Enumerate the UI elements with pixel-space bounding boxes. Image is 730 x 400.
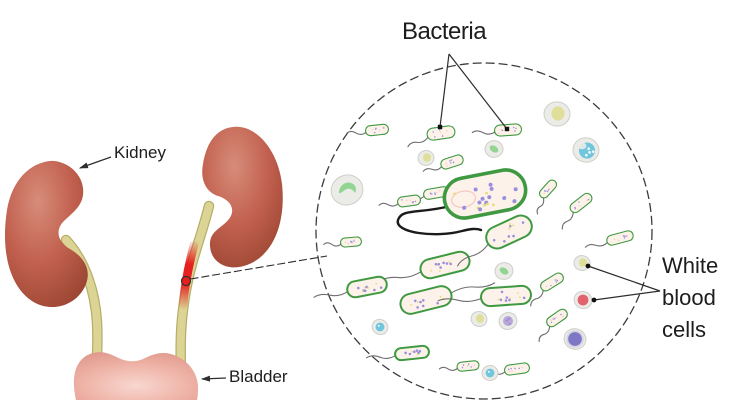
flagellum-big	[396, 204, 483, 236]
bacterium	[561, 192, 593, 230]
magnifier-connector-line	[190, 255, 328, 280]
bacterium	[378, 250, 471, 283]
bacterium	[346, 123, 390, 137]
bacterium	[442, 168, 528, 220]
white-blood-cell	[470, 310, 488, 328]
white-blood-cells-label: White blood cells	[662, 253, 719, 342]
bacterium	[530, 272, 564, 307]
bacterium	[313, 275, 388, 299]
bacterium	[538, 308, 568, 343]
ureter-inflammation	[178, 240, 199, 310]
bacterium	[378, 194, 421, 208]
bacteria-pointer-line	[448, 53, 508, 130]
wbc-pointer-dot	[585, 263, 591, 269]
white-blood-cell	[573, 255, 591, 271]
left-kidney	[4, 160, 88, 308]
white-blood-cell	[417, 150, 435, 166]
bacterium	[584, 230, 634, 248]
white-blood-cell	[494, 262, 514, 280]
white-blood-cell	[330, 174, 364, 206]
white-blood-cell	[371, 318, 389, 336]
microscope-view	[79, 53, 661, 400]
bacterium	[437, 284, 532, 308]
bacterium	[323, 236, 363, 248]
wbc-pointer-line	[587, 265, 661, 292]
white-blood-cell	[481, 365, 499, 381]
bacterium	[483, 362, 530, 376]
bacterium	[399, 282, 496, 315]
bacteria-pointer-dot	[437, 124, 443, 130]
bacterium	[457, 214, 533, 267]
kidney-arrow	[79, 156, 112, 169]
wbc-pointer-line	[593, 290, 661, 301]
bacterium	[438, 360, 480, 372]
bacteria-pointer-dot	[504, 126, 510, 132]
bacterium	[422, 154, 464, 172]
urinary-tract-illustration	[4, 126, 283, 400]
right-kidney	[202, 126, 283, 268]
kidney-label: Kidney	[114, 143, 166, 162]
bacterium	[366, 344, 430, 362]
bladder-label: Bladder	[229, 367, 288, 386]
bacteria-label: Bacteria	[402, 18, 487, 45]
bacterium	[536, 179, 558, 215]
bladder-arrow	[201, 375, 227, 382]
white-blood-cell	[543, 101, 571, 127]
inflammation-marker-circle	[180, 275, 192, 287]
wbc-pointer-dot	[591, 297, 597, 303]
white-blood-cell	[573, 290, 593, 310]
white-blood-cell	[572, 137, 600, 163]
bacteria-pointer-line	[439, 53, 450, 128]
bladder-shape	[73, 352, 198, 400]
magnifier-circle	[315, 62, 653, 400]
white-blood-cell	[484, 140, 504, 158]
white-blood-cell	[563, 328, 587, 350]
white-blood-cell	[498, 312, 518, 330]
